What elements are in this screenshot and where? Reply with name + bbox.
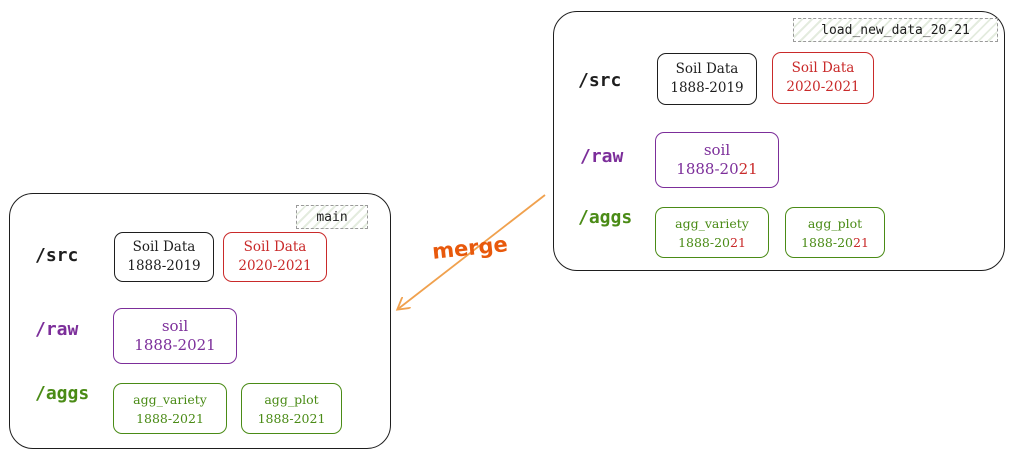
merge-arrow — [398, 194, 546, 309]
feature-branch-panel — [553, 11, 1005, 271]
main-soil-data-1888-2019: Soil Data 1888-2019 — [114, 232, 214, 282]
feature-aggs-label: /aggs — [578, 207, 633, 228]
updated-years-highlight: 21 — [738, 160, 758, 178]
feature-agg-plot-box: agg_plot 1888-2021 — [785, 207, 885, 258]
feature-src-label: /src — [578, 70, 622, 91]
main-agg-variety-box: agg_variety 1888-2021 — [113, 383, 227, 434]
main-src-label: /src — [35, 245, 79, 266]
main-soil-data-2020-2021: Soil Data 2020-2021 — [223, 232, 327, 282]
main-raw-soil-box: soil 1888-2021 — [113, 308, 237, 364]
main-raw-label: /raw — [35, 319, 79, 340]
updated-years-highlight: 21 — [853, 234, 869, 250]
main-branch-tag: main — [296, 205, 368, 229]
main-agg-plot-box: agg_plot 1888-2021 — [241, 383, 342, 434]
feature-soil-data-1888-2019: Soil Data 1888-2019 — [657, 53, 757, 105]
feature-soil-data-2020-2021: Soil Data 2020-2021 — [772, 52, 874, 104]
updated-years-highlight: 21 — [730, 234, 746, 250]
feature-agg-variety-box: agg_variety 1888-2021 — [655, 207, 769, 258]
feature-raw-soil-box: soil 1888-2021 — [655, 132, 779, 188]
feature-raw-label: /raw — [580, 146, 624, 167]
main-aggs-label: /aggs — [35, 383, 90, 404]
feature-branch-tag: load_new_data_20-21 — [793, 18, 998, 42]
